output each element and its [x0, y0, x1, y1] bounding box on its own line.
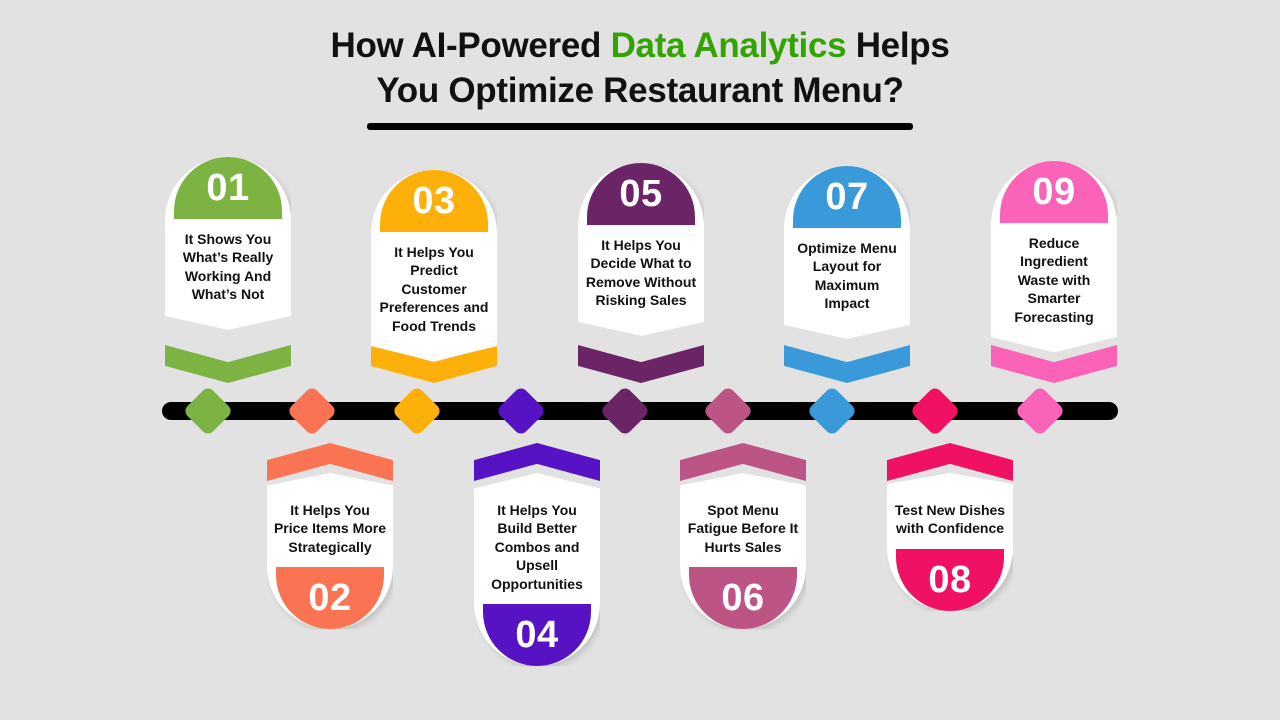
card-08[interactable]: Test New Dishes with Confidence 08	[887, 473, 1013, 622]
card-05[interactable]: 05 It Helps You Decide What to Remove Wit…	[578, 152, 704, 336]
card-number-plate-04: 04	[483, 604, 591, 667]
card-body-05: 05 It Helps You Decide What to Remove Wit…	[578, 163, 704, 336]
timeline-node-07	[806, 385, 858, 437]
title-line-2: You Optimize Restaurant Menu?	[376, 70, 904, 110]
card-number-label: 08	[928, 558, 972, 601]
title-segment-accent: Data Analytics	[610, 26, 847, 65]
card-body-03: 03 It Helps You Predict Customer Preferen…	[371, 170, 497, 362]
card-number-label: 09	[1032, 171, 1076, 213]
card-text-04: It Helps You Build Better Combos and Ups…	[491, 502, 583, 592]
card-06[interactable]: Spot Menu Fatigue Before It Hurts Sales 0…	[680, 473, 806, 640]
timeline-node-06	[702, 385, 754, 437]
card-04[interactable]: It Helps You Build Better Combos and Ups…	[474, 473, 600, 677]
card-number-plate-07: 07	[793, 166, 901, 228]
timeline-node-05	[599, 385, 651, 437]
title-underline-rule	[367, 122, 913, 130]
card-text-06: Spot Menu Fatigue Before It Hurts Sales	[687, 502, 799, 555]
card-number-label: 06	[721, 577, 765, 620]
timeline-node-02	[286, 385, 338, 437]
title-segment-before: How AI-Powered	[330, 26, 611, 65]
timeline-node-09	[1014, 385, 1066, 437]
card-03[interactable]: 03 It Helps You Predict Customer Preferen…	[371, 159, 497, 362]
card-text-05: It Helps You Decide What to Remove Witho…	[585, 237, 697, 309]
card-body-06: Spot Menu Fatigue Before It Hurts Sales 0…	[680, 473, 806, 630]
card-number-plate-03: 03	[380, 170, 488, 232]
card-number-plate-08: 08	[896, 548, 1004, 611]
card-text-01: It Shows You What’s Really Working And W…	[182, 231, 274, 303]
card-number-label: 04	[515, 614, 559, 657]
card-body-01: 01 It Shows You What’s Really Working And…	[165, 157, 291, 330]
card-number-label: 07	[825, 176, 869, 218]
connector-chevron-05	[578, 345, 704, 383]
timeline-node-08	[909, 385, 961, 437]
card-number-plate-02: 02	[276, 567, 384, 630]
timeline-node-01	[182, 385, 234, 437]
card-number-label: 03	[412, 180, 456, 222]
card-number-label: 05	[619, 173, 663, 215]
card-text-07: Optimize Menu Layout for Maximum Impact	[797, 240, 897, 312]
card-text-02: It Helps You Price Items More Strategica…	[273, 502, 387, 555]
timeline-node-04	[495, 385, 547, 437]
card-number-label: 01	[206, 167, 250, 209]
card-02[interactable]: It Helps You Price Items More Strategica…	[267, 473, 393, 640]
card-number-plate-05: 05	[587, 163, 695, 225]
card-number-plate-06: 06	[689, 567, 797, 630]
card-text-03: It Helps You Predict Customer Preference…	[379, 244, 489, 334]
card-body-08: Test New Dishes with Confidence 08	[887, 473, 1013, 611]
connector-chevron-07	[784, 345, 910, 383]
card-number-plate-01: 01	[174, 157, 282, 219]
card-text-09: Reduce Ingredient Waste with Smarter For…	[1014, 235, 1094, 325]
timeline-node-03	[391, 385, 443, 437]
card-body-02: It Helps You Price Items More Strategica…	[267, 473, 393, 630]
card-01[interactable]: 01 It Shows You What’s Really Working And…	[165, 146, 291, 330]
page-title: How AI-Powered Data Analytics Helps You …	[0, 24, 1280, 130]
card-number-plate-09: 09	[1000, 161, 1108, 223]
title-segment-after: Helps	[846, 26, 950, 65]
title-line-1: How AI-Powered Data Analytics Helps	[0, 24, 1280, 69]
card-number-label: 02	[308, 577, 352, 620]
card-text-08: Test New Dishes with Confidence	[894, 502, 1006, 537]
connector-chevron-01	[165, 345, 291, 383]
card-body-04: It Helps You Build Better Combos and Ups…	[474, 473, 600, 667]
